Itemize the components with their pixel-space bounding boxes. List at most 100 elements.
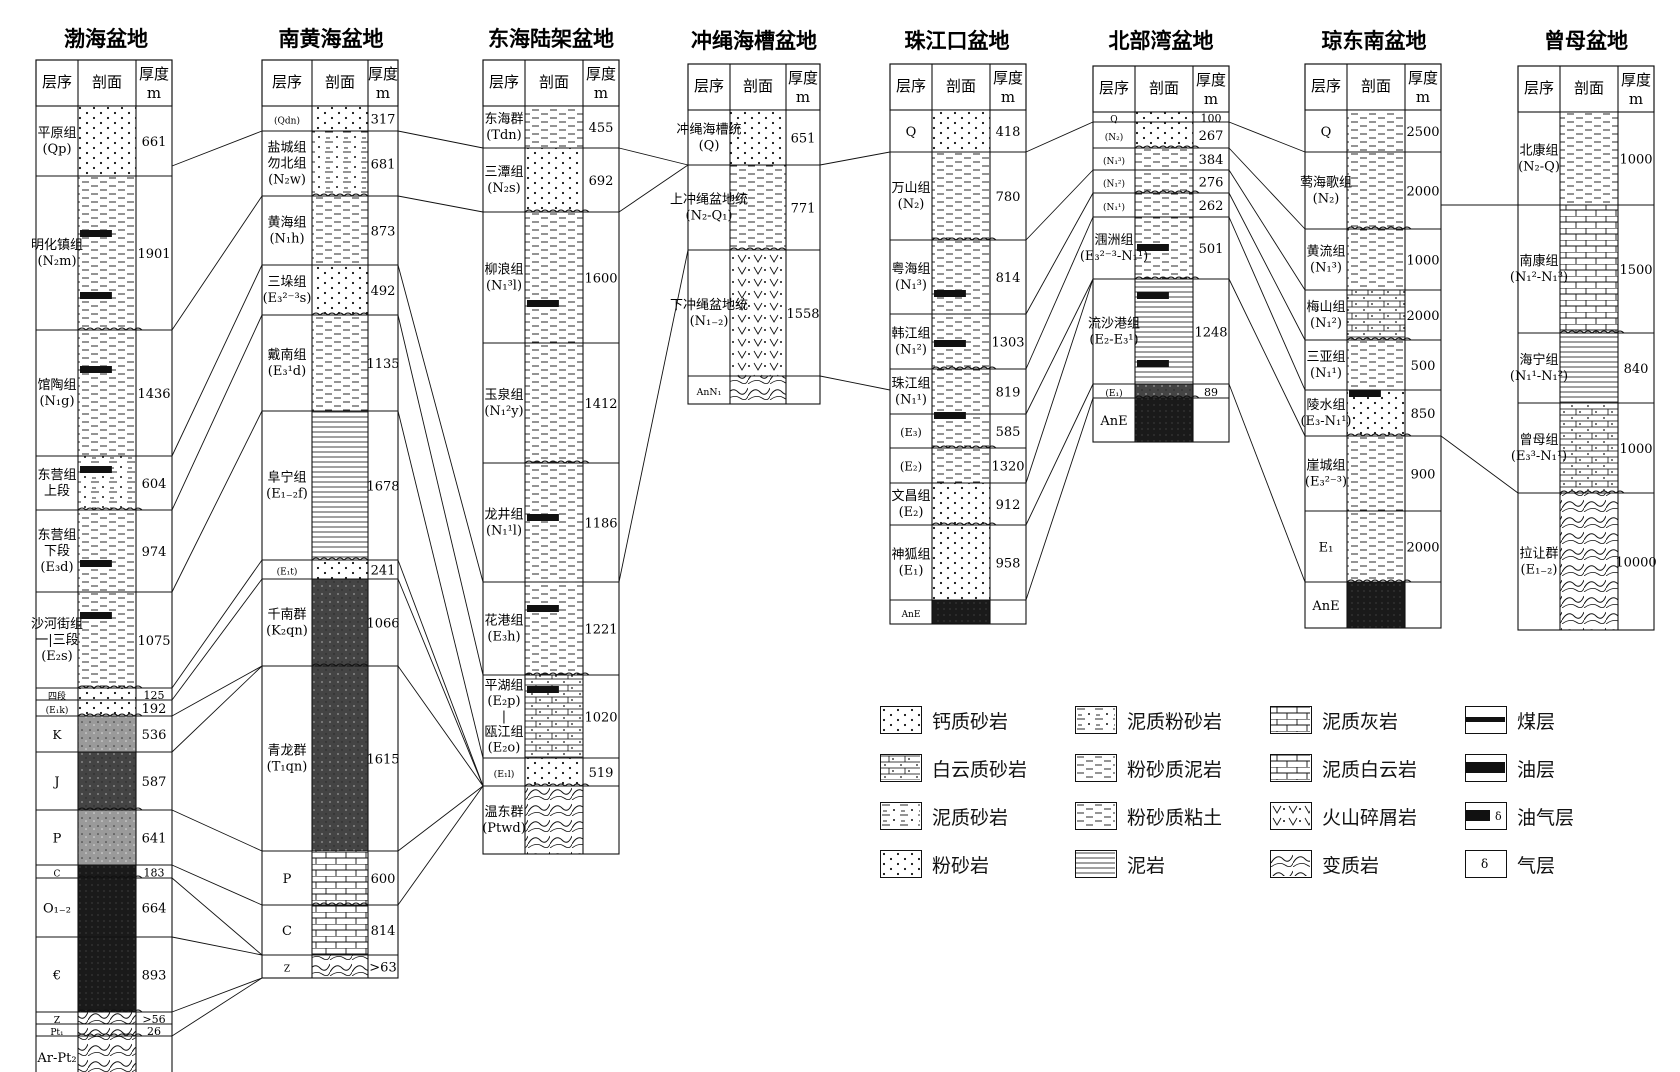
lithology-fill [932, 414, 990, 448]
header-sequence: 层序 [694, 77, 724, 95]
row-name: 神狐组(E₁) [891, 548, 930, 579]
correlation-line [618, 249, 689, 583]
row-name-line: (E₃²⁻³) [1305, 475, 1347, 490]
row-name: (N₁²) [1103, 179, 1125, 190]
svg-text:δ: δ [1495, 810, 1502, 823]
legend-label: 油层 [1517, 758, 1556, 781]
row-thickness: 1000 [1406, 254, 1439, 269]
lithology-fill [1347, 436, 1405, 511]
row-thickness: 183 [144, 867, 165, 880]
row-name: AnE [1099, 414, 1127, 429]
legend-item: 粉砂质粘土 [1075, 801, 1222, 831]
row-name-line: (T₁qn) [267, 760, 308, 775]
row-name-line: (N₁²y) [484, 404, 523, 419]
row-name-line: (Tdn) [486, 128, 522, 143]
row-name: 千南群(K₂qn) [266, 607, 308, 639]
correlation-line [171, 977, 263, 1037]
row-name: 三亚组(N₁¹) [1306, 350, 1345, 381]
row-name: 龙井组(N₁¹l) [484, 508, 523, 539]
lithology-fill [78, 106, 136, 176]
row-name-line: 瓯江组 [484, 725, 523, 740]
row-name-line: (N₁¹-N₁²) [1510, 369, 1568, 384]
column-frame [889, 63, 1027, 625]
row-name-line: 温东群 [484, 805, 523, 820]
row-name-line: (N₂s) [487, 181, 520, 196]
row-thickness: 850 [1411, 407, 1436, 422]
row-name: 万山组(N₂) [891, 181, 930, 212]
row-name: (E₁l) [494, 769, 515, 780]
unconformity-line [311, 557, 369, 561]
row-name: 盐城组勿北组(N₂w) [267, 141, 306, 188]
correlation-line [171, 559, 263, 689]
unconformity-line [1134, 395, 1200, 399]
row-name: Q [1321, 125, 1332, 140]
legend-label: 粉砂质粘土 [1127, 806, 1223, 829]
legend-item: 油层 [1465, 753, 1555, 783]
row-name: AnE [901, 610, 921, 620]
header-thickness: 厚度 [139, 65, 169, 83]
header-section: 剖面 [1361, 77, 1391, 95]
legend-swatch-graphic [1076, 707, 1115, 732]
correlation-line [397, 785, 484, 906]
row-name: J [52, 775, 59, 790]
row-thickness: 241 [371, 564, 396, 579]
row-name-line: 沙河街组 [31, 617, 83, 632]
row-name: 三垛组(E₃²⁻³s) [263, 275, 312, 306]
correlation-line [397, 665, 484, 787]
lithology-fill [730, 376, 786, 404]
row-name-line: 龙井组 [484, 508, 523, 523]
unconformity-line [931, 522, 997, 526]
row-name-line: 拉让群 [1519, 547, 1558, 562]
legend-label: 粉砂岩 [932, 854, 990, 877]
row-name-line: (E₂o) [488, 740, 521, 755]
column-title: 琼东南盆地 [1322, 28, 1427, 53]
row-thickness: 893 [142, 969, 167, 984]
legend-swatch-siltstone [880, 850, 922, 878]
row-name-line: (N₂-Q) [1518, 160, 1560, 175]
legend-swatch-mud-dolo [1270, 754, 1312, 782]
legend-swatch-graphic [1076, 803, 1115, 828]
header-section: 剖面 [325, 73, 355, 91]
lithology-fill [730, 250, 786, 376]
lithology-fill [78, 456, 136, 510]
row-name-line: 冲绳海槽统 [676, 123, 741, 138]
header-section: 剖面 [946, 77, 976, 95]
unconformity-line [311, 312, 369, 316]
row-thickness: 262 [1199, 199, 1224, 214]
correlation-line [397, 410, 484, 759]
row-name-line: (N₁³) [895, 278, 927, 293]
row-name: 陵水组(E₃-N₁¹) [1300, 398, 1351, 429]
row-thickness: 912 [996, 498, 1021, 513]
unconformity-line [1346, 337, 1412, 341]
legend-label: 煤层 [1517, 710, 1556, 733]
correlation-line [171, 578, 263, 701]
row-thickness: 641 [142, 832, 167, 847]
row-thickness: 1615 [366, 753, 399, 768]
legend-swatch-graphic [881, 755, 920, 780]
row-name: 东营组下段(E₃d) [37, 528, 76, 575]
row-name-line: (N₁¹) [1310, 366, 1342, 381]
row-name-line: 东营组 [37, 468, 76, 483]
lithology-fill [730, 110, 786, 165]
lithology-fill [932, 483, 990, 525]
unconformity-line [77, 1033, 143, 1037]
row-name-line: (E₃h) [487, 630, 520, 645]
legend-swatch-silt-mud [1075, 754, 1117, 782]
lithology-fill [312, 131, 368, 196]
row-thickness: 1020 [584, 711, 617, 726]
header-sequence: 层序 [1524, 79, 1554, 97]
row-name: 北康组(N₂-Q) [1518, 143, 1560, 175]
row-thickness: 585 [996, 425, 1021, 440]
header-thickness: 厚度 [1408, 69, 1438, 87]
row-thickness: 1320 [991, 460, 1024, 475]
row-thickness: 500 [1411, 359, 1436, 374]
unconformity-line [77, 807, 143, 811]
lithology-fill [78, 330, 136, 456]
row-name-line: | [502, 710, 506, 725]
row-thickness: 840 [1624, 362, 1649, 377]
row-name-line: (E₃²⁻³-N₁¹) [1080, 249, 1148, 264]
row-name-line: (Qp) [42, 142, 71, 157]
lithology-fill [1135, 112, 1193, 122]
